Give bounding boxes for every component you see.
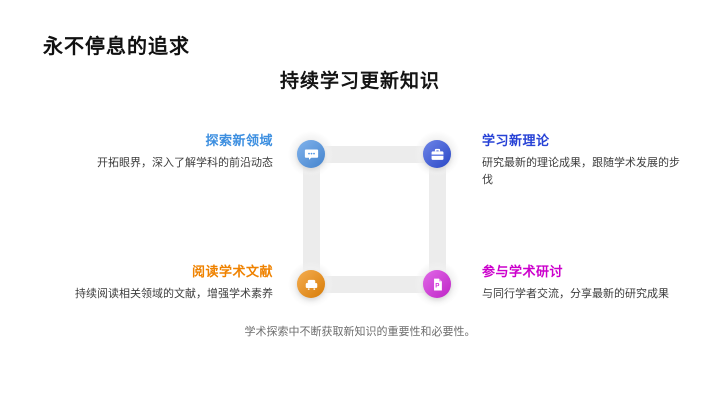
- section-theory: 学习新理论 研究最新的理论成果，跟随学术发展的步伐: [482, 130, 682, 188]
- document-p-icon: P: [430, 277, 445, 292]
- section-label: 探索新领域: [205, 133, 273, 148]
- section-desc: 持续阅读相关领域的文献，增强学术素养: [75, 288, 273, 300]
- section-desc: 与同行学者交流，分享最新的研究成果: [482, 288, 669, 300]
- connector-bottom: [311, 276, 437, 293]
- slide-caption: 学术探索中不断获取新知识的重要性和必要性。: [244, 326, 476, 338]
- connector-top: [311, 146, 437, 163]
- theory-node: [423, 140, 451, 168]
- section-label: 学习新理论: [482, 133, 550, 148]
- discussion-node: P: [423, 270, 451, 298]
- chat-bubble-icon: [304, 147, 319, 162]
- slide-subtitle: 持续学习更新知识: [279, 71, 440, 92]
- armchair-icon: [304, 277, 319, 292]
- section-desc: 研究最新的理论成果，跟随学术发展的步伐: [482, 157, 680, 186]
- connector-right: [429, 154, 446, 284]
- section-reading: 阅读学术文献 持续阅读相关领域的文献，增强学术素养: [43, 261, 273, 303]
- briefcase-icon: [430, 147, 445, 162]
- section-desc: 开拓眼界，深入了解学科的前沿动态: [97, 157, 273, 169]
- page-title: 永不停息的追求: [43, 36, 190, 58]
- explore-node: [297, 140, 325, 168]
- section-discussion: 参与学术研讨 与同行学者交流，分享最新的研究成果: [482, 261, 692, 303]
- connector-left: [303, 154, 320, 284]
- section-label: 阅读学术文献: [191, 264, 273, 279]
- svg-text:P: P: [435, 282, 439, 289]
- reading-node: [297, 270, 325, 298]
- section-label: 参与学术研讨: [482, 264, 564, 279]
- section-explore: 探索新领域 开拓眼界，深入了解学科的前沿动态: [43, 130, 273, 172]
